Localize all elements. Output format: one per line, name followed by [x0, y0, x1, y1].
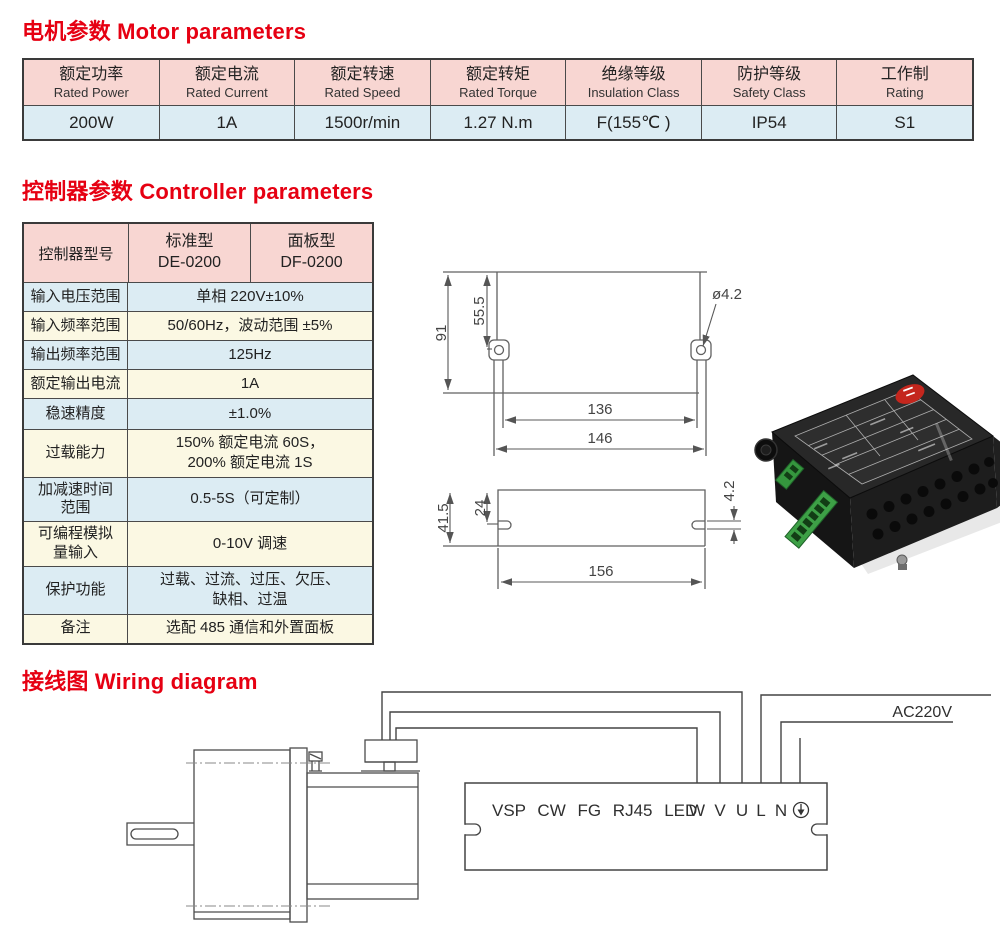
controller-product-photo — [754, 374, 1000, 574]
table-row: 可编程模拟 量输入 0-10V 调速 — [24, 521, 372, 566]
dimension-drawings: 91 55.5 ø4.2 136 146 41.5 24 4.2 156 — [433, 271, 742, 589]
dim-inner-width-136: 136 — [587, 401, 612, 418]
motor-header-cell: 额定电流 Rated Current — [160, 60, 296, 105]
motor-table-header-row: 额定功率 Rated Power 额定电流 Rated Current 额定转速… — [24, 60, 972, 105]
wire-u — [381, 691, 743, 796]
mounting-screw — [896, 554, 908, 570]
terminal-blocks — [774, 458, 839, 549]
power-supply-label: AC220V — [892, 704, 952, 721]
motor-value-cell: F(155℃ ) — [566, 106, 702, 139]
table-row: 输入电压范围 单相 220V±10% — [24, 282, 372, 311]
table-row: 备注 选配 485 通信和外置面板 — [24, 613, 372, 643]
motor-value-cell: 1.27 N.m — [431, 106, 567, 139]
dim-outer-width-146: 146 — [587, 430, 612, 447]
controller-box-drawing — [463, 782, 829, 871]
terminal-n: N — [775, 801, 787, 820]
wire-l — [760, 694, 991, 796]
motor-value-cell: IP54 — [702, 106, 838, 139]
terminal-v: V — [714, 801, 726, 820]
wire-v — [389, 711, 721, 796]
motor-value-cell: 200W — [24, 106, 160, 139]
controller-section-title: 控制器参数 Controller parameters — [22, 179, 374, 204]
motor-header-cell: 绝缘等级 Insulation Class — [566, 60, 702, 105]
motor-parameters-table: 额定功率 Rated Power 额定电流 Rated Current 额定转速… — [22, 58, 974, 141]
wires — [381, 691, 991, 796]
controller-box — [754, 374, 1000, 570]
table-row: 额定输出电流 1A — [24, 369, 372, 398]
table-row: 保护功能 过载、过流、过压、欠压、 缺相、过温 — [24, 566, 372, 614]
dim-slot-offset-24: 24 — [472, 500, 489, 517]
table-row: 加减速时间 范围 0.5-5S（可定制） — [24, 476, 372, 521]
dim-height-91: 91 — [433, 325, 450, 342]
terminal-u: U — [736, 801, 748, 820]
motor-header-cell: 额定转速 Rated Speed — [295, 60, 431, 105]
side-view-dimension-lines — [446, 493, 741, 586]
motor-value-cell: S1 — [894, 113, 916, 132]
speed-knob — [754, 438, 778, 462]
motor-header-cell: 工作制 Rating — [880, 66, 929, 100]
table-row: 输入频率范围 50/60Hz，波动范围 ±5% — [24, 311, 372, 340]
motor-table-value-row: 200W 1A 1500r/min 1.27 N.m F(155℃ ) IP54… — [24, 105, 972, 139]
controller-parameters-table: 控制器型号 标准型 DE-0200 面板型 DF-0200 输入电压范围 单相 … — [22, 222, 374, 645]
wire-w — [395, 727, 698, 796]
dim-hole-diameter: ø4.2 — [712, 286, 742, 303]
ground-symbol-icon — [792, 801, 810, 819]
wire-n — [780, 721, 953, 796]
top-view-dimension-lines — [444, 275, 717, 453]
dim-height-41-5: 41.5 — [435, 503, 452, 532]
wiring-section-title: 接线图 Wiring diagram — [22, 669, 258, 694]
top-view-outline — [443, 271, 712, 456]
controller-table-header-row: 控制器型号 标准型 DE-0200 面板型 DF-0200 — [24, 224, 372, 282]
motor-value-cell: 1500r/min — [295, 106, 431, 139]
dim-slot-height-4-2: 4.2 — [721, 481, 738, 502]
io-terminal-labels: VSP CW FG RJ45 LED — [492, 801, 697, 820]
controller-panel-header: 面板型 DF-0200 — [280, 233, 343, 271]
terminal-l: L — [756, 801, 765, 820]
dim-hole-offset-55-5: 55.5 — [471, 296, 488, 325]
motor-header-cell: 防护等级 Safety Class — [702, 60, 838, 105]
motor-value-cell: 1A — [160, 106, 296, 139]
dim-width-156: 156 — [588, 563, 613, 580]
table-row: 输出频率范围 125Hz — [24, 340, 372, 369]
motor-header-cell: 额定转矩 Rated Torque — [431, 60, 567, 105]
table-row: 稳速精度 ±1.0% — [24, 398, 372, 429]
controller-standard-header: 标准型 DE-0200 — [129, 224, 251, 282]
side-view-outline — [443, 489, 706, 589]
motor-section-title: 电机参数 Motor parameters — [22, 19, 307, 44]
wiring-diagram: VSP CW FG RJ45 LED W V U L N AC220V — [126, 691, 991, 923]
spec-label — [794, 389, 973, 485]
motor-centerlines — [186, 762, 333, 907]
motor-header-cell: 额定功率 Rated Power — [24, 60, 160, 105]
controller-model-header: 控制器型号 — [24, 224, 129, 282]
vent-holes — [866, 457, 998, 540]
brand-logo — [895, 384, 925, 404]
terminal-w: W — [689, 801, 705, 820]
label-text-marks — [814, 418, 953, 470]
table-row: 过载能力 150% 额定电流 60S， 200% 额定电流 1S — [24, 429, 372, 477]
motor-drawing — [126, 739, 420, 923]
